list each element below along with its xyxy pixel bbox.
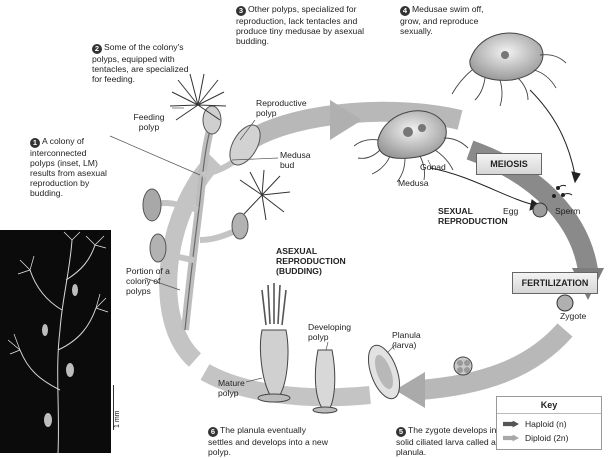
- micrograph-artwork: [7, 231, 109, 454]
- leader-lines: [109, 107, 433, 383]
- step-3-number: 3: [236, 6, 246, 16]
- label-medusa-bud: Medusa bud: [280, 150, 311, 170]
- key-diploid-label: Diploid (2n): [525, 433, 569, 443]
- label-sperm: Sperm: [555, 206, 581, 216]
- step-1-number: 1: [30, 138, 40, 148]
- key-divider: [497, 413, 601, 414]
- step-2-text: Some of the colony's polyps, equipped wi…: [92, 42, 189, 84]
- colony-micrograph-inset: [0, 230, 111, 454]
- label-medusa: Medusa: [398, 178, 429, 188]
- step-4-number: 4: [400, 6, 410, 16]
- step-5-text: The zygote develops into a solid ciliate…: [396, 425, 511, 457]
- label-portion-colony: Portion of a colony of polyps: [126, 266, 170, 296]
- stage-fertilization: FERTILIZATION: [512, 272, 598, 294]
- key-row-haploid: Haploid (n): [503, 419, 567, 429]
- diploid-arrow-icon: [503, 434, 519, 442]
- label-reproductive-polyp: Reproductive polyp: [256, 98, 307, 118]
- scale-label: 1 mm: [114, 410, 121, 429]
- label-gonad: Gonad: [420, 162, 446, 172]
- legend-key: Key Haploid (n) Diploid (2n): [496, 396, 602, 450]
- label-feeding-polyp: Feeding polyp: [133, 112, 165, 132]
- step-3-text: Other polyps, specialized for reproducti…: [236, 4, 365, 46]
- step-1-text: A colony of interconnected polyps (inset…: [30, 136, 107, 198]
- sperm-cells: [552, 184, 573, 198]
- mature-polyp: [257, 283, 291, 403]
- label-zygote: Zygote: [560, 311, 587, 321]
- step-6-number: 6: [208, 427, 218, 437]
- label-egg: Egg: [503, 206, 519, 216]
- step-5-number: 5: [396, 427, 406, 437]
- label-planula: Planula (larva): [392, 330, 421, 350]
- key-haploid-label: Haploid (n): [525, 419, 567, 429]
- step-6-text: The planula eventually settles and devel…: [208, 425, 328, 457]
- stage-meiosis: MEIOSIS: [476, 153, 542, 175]
- label-asexual-reproduction: ASEXUAL REPRODUCTION (BUDDING): [276, 246, 346, 276]
- key-title: Key: [540, 400, 558, 410]
- label-mature-polyp: Mature polyp: [218, 378, 245, 398]
- egg-cell: [532, 202, 548, 218]
- haploid-arrow-icon: [503, 420, 519, 428]
- step-2-number: 2: [92, 44, 102, 54]
- label-developing-polyp: Developing polyp: [308, 322, 351, 342]
- feeding-polyp-tentacles: [169, 73, 291, 221]
- label-sexual-reproduction: SEXUAL REPRODUCTION: [438, 206, 508, 226]
- step-4-text: Medusae swim off, grow, and reproduce se…: [400, 4, 484, 36]
- medusa-adult-right: [451, 32, 567, 107]
- medusa-adult-left: [353, 110, 469, 183]
- planula-larva: [367, 344, 401, 400]
- key-row-diploid: Diploid (2n): [503, 433, 568, 443]
- polyp-buds: [142, 105, 261, 263]
- scale-bar: [113, 385, 114, 430]
- zygote-cell: [453, 294, 574, 376]
- developing-polyp: [312, 349, 338, 414]
